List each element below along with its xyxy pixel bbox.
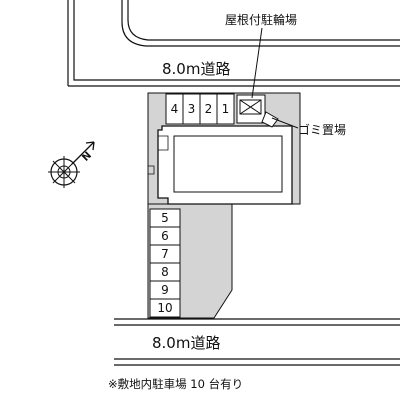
bike-shelter-roof-icon [239, 99, 262, 115]
garbage-area [261, 111, 299, 129]
bike-shelter-leader [251, 27, 263, 99]
bike-shelter-roof-cross [239, 99, 262, 115]
bike-shelter [236, 27, 266, 124]
parking-number: 3 [188, 102, 196, 116]
parking-number: 10 [157, 301, 172, 315]
garbage-area-outline [261, 111, 279, 128]
upper-road-label: 8.0m道路 [162, 60, 230, 78]
upper-road-corner-inner [127, 0, 400, 41]
parking-number: 8 [161, 265, 169, 279]
building-entry [158, 135, 169, 151]
compass-north-arrow [71, 141, 95, 165]
compass-icon: N [48, 141, 95, 188]
lower-road [114, 318, 400, 366]
parking-slot [216, 93, 235, 125]
bike-shelter-label: 屋根付駐輪場 [225, 12, 297, 27]
garbage-area-label: ゴミ置場 [298, 122, 346, 137]
parking-number: 2 [205, 102, 213, 116]
parking-number: 4 [171, 102, 179, 116]
compass-rays [48, 156, 80, 188]
upper-road [67, 0, 400, 87]
parking-note: ※敷地内駐車場 10 台有り [108, 377, 243, 391]
building-inner-line [173, 135, 283, 193]
building-outline [157, 125, 293, 205]
building [157, 125, 293, 205]
parking-number: 6 [161, 229, 169, 243]
parking-number: 1 [222, 102, 230, 116]
upper-road-inner-curb [73, 0, 400, 81]
garbage-area-leader [271, 117, 299, 129]
upper-parking: 4 3 2 1 [165, 93, 235, 125]
parking-number: 7 [161, 247, 169, 261]
lower-parking: 5 6 7 8 9 10 [149, 208, 181, 318]
lower-road-label: 8.0m道路 [152, 334, 220, 352]
site-lot-notch [148, 165, 155, 175]
compass-north-label: N [80, 150, 94, 164]
upper-road-corner [121, 0, 400, 47]
parking-number: 9 [161, 283, 169, 297]
parking-slot [149, 298, 181, 318]
parking-number: 5 [161, 211, 169, 225]
